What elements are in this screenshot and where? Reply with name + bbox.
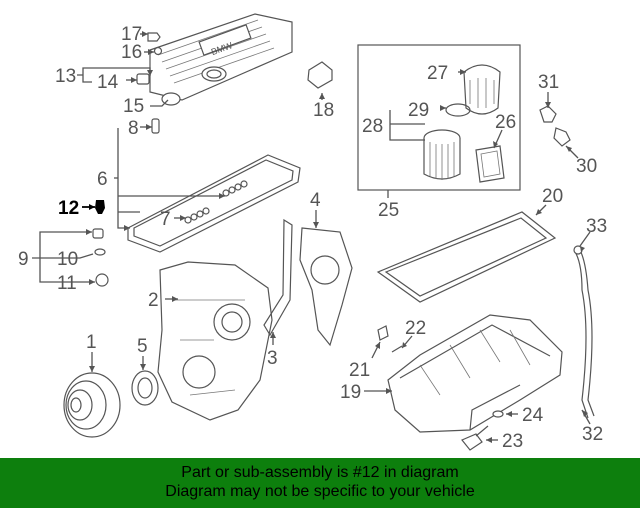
timing-cover-illustration [157,261,273,421]
part-12-arrowhead [89,204,95,210]
grommet-parts [92,228,109,287]
callout-27: 27 [427,63,448,84]
callout-2: 2 [148,290,159,311]
callout-16: 16 [121,42,142,63]
callout-20: 20 [542,186,563,207]
oil-pan-small-parts [377,325,504,451]
callout-18: 18 [313,100,334,121]
callout-7: 7 [160,209,171,230]
callout-29: 29 [408,100,429,121]
vibration-damper-illustration [63,372,121,438]
callout-33: 33 [586,216,607,237]
callout-26: 26 [495,112,516,133]
callout-8: 8 [128,118,139,139]
callout-32: 32 [582,424,603,445]
callout-22: 22 [405,318,426,339]
dipstick-cap-illustration [307,61,333,89]
info-banner: Part or sub-assembly is #12 in diagram D… [0,458,640,508]
sensor-illustration [539,105,571,147]
timing-cover-gasket-illustration [263,218,293,337]
callout-1: 1 [86,332,97,353]
parts-diagram: BMW [18,13,607,452]
seal-illustration [131,370,159,406]
callout-5: 5 [137,336,148,357]
oil-filter-box [357,44,521,191]
callout-30: 30 [576,156,597,177]
callout-19: 19 [340,382,361,403]
valve-cover-gasket-illustration [127,154,301,253]
oil-pan-illustration [387,314,563,433]
callout-9: 9 [18,249,29,270]
callout-24: 24 [522,405,544,426]
callout-11: 11 [57,273,77,294]
banner-line-disclaimer: Diagram may not be specific to your vehi… [165,483,475,500]
callout-labels: 17 16 13 14 15 8 6 12 7 9 10 11 18 4 2 3… [18,24,607,452]
part-12-bolt [95,200,105,214]
banner-line-part-info: Part or sub-assembly is #12 in diagram [181,464,459,481]
callout-31: 31 [538,72,559,93]
callout-3: 3 [267,348,278,369]
callout-12-highlighted: 12 [58,198,79,219]
cover-plate-illustration [299,227,353,347]
callout-23: 23 [502,431,523,452]
dipstick-tube-illustration [573,245,595,419]
engine-cover-illustration: BMW [149,13,293,101]
callout-28: 28 [362,116,383,137]
callout-13: 13 [55,66,76,87]
callout-14: 14 [97,72,119,93]
callout-15: 15 [123,96,144,117]
arrowheads [86,31,588,443]
callout-25: 25 [378,200,399,221]
oil-pan-gasket-illustration [376,211,557,303]
callout-4: 4 [310,190,321,211]
callout-17: 17 [121,24,142,45]
cover-small-parts [136,32,181,134]
callout-21: 21 [349,360,370,381]
callout-6: 6 [97,169,108,190]
callout-10: 10 [57,249,78,270]
